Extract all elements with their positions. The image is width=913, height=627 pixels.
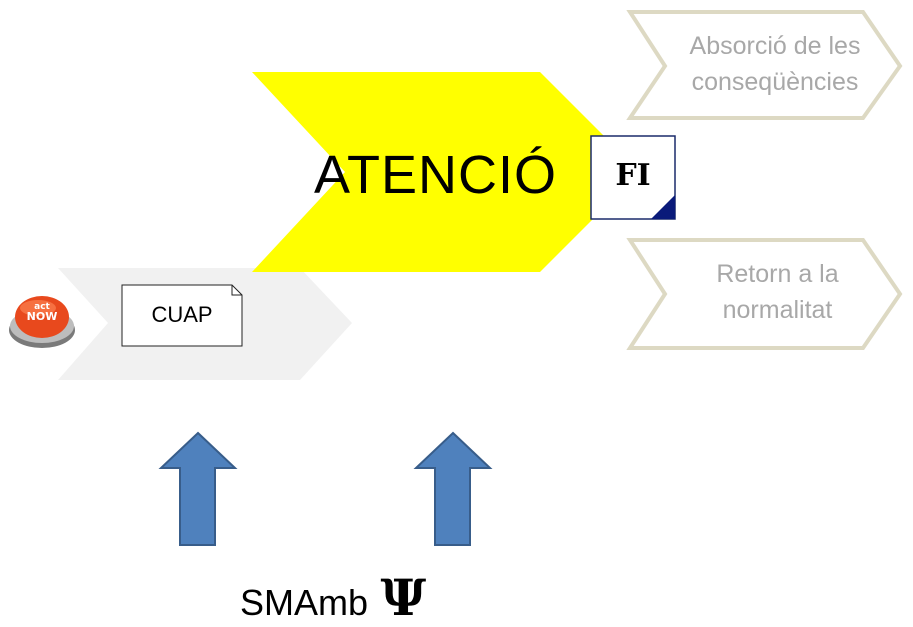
smamb-label: SMAmb bbox=[240, 582, 369, 623]
atencio-chevron-shape bbox=[252, 72, 640, 272]
bottom-caption: SMAmb Ψ bbox=[240, 568, 426, 627]
psi-symbol: Ψ bbox=[380, 568, 427, 627]
absorcio-line2: conseqüències bbox=[691, 68, 859, 96]
retorn-line1: Retorn a la bbox=[716, 260, 839, 288]
fi-box-shape bbox=[590, 135, 676, 220]
cuap-label: CUAP bbox=[151, 302, 213, 327]
act-now-line1: act bbox=[34, 302, 50, 312]
absorcio-label: Absorció de les conseqüències bbox=[660, 28, 890, 100]
top-right-chevron-shape bbox=[626, 10, 903, 120]
up-arrow-left bbox=[158, 431, 238, 546]
bottom-right-chevron-shape bbox=[626, 238, 903, 350]
act-now-button[interactable]: act NOW bbox=[22, 302, 62, 322]
retorn-label: Retorn a la normalitat bbox=[670, 256, 885, 328]
retorn-line2: normalitat bbox=[722, 296, 833, 324]
fi-label: FI bbox=[615, 158, 651, 193]
cuap-document-shape bbox=[121, 284, 243, 347]
fi-corner-triangle bbox=[651, 195, 675, 219]
absorcio-line1: Absorció de les bbox=[689, 32, 861, 60]
atencio-label: ATENCIÓ bbox=[314, 145, 558, 205]
act-now-line2: NOW bbox=[26, 310, 58, 323]
up-arrow-right bbox=[413, 431, 493, 546]
